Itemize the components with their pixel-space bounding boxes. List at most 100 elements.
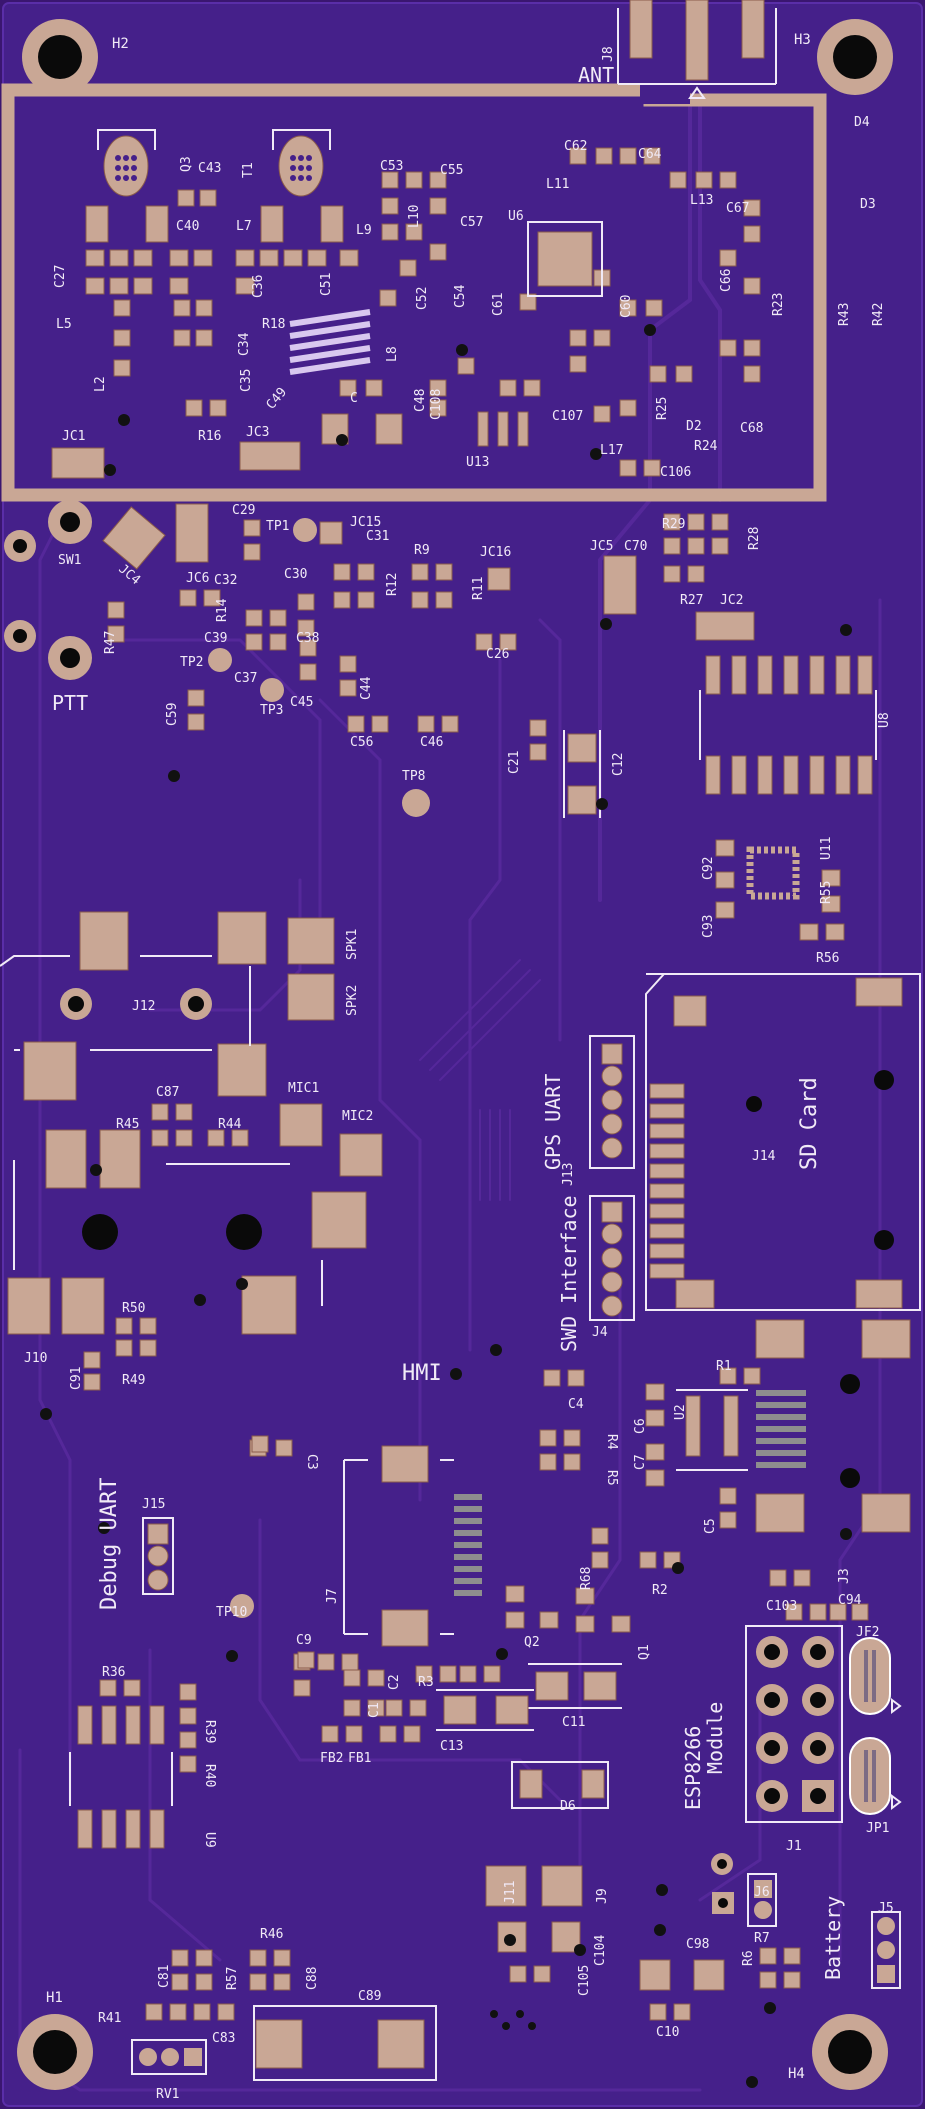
refdes: L13 [690, 193, 713, 208]
refdes: R7 [754, 1931, 770, 1946]
refdes: R44 [218, 1117, 242, 1132]
refdes: JC15 [350, 515, 381, 530]
refdes: R4 [604, 1434, 619, 1450]
reference-designators: H1 H2 H3 H4 J8 D4 D3 R43 R42 Q3 T1 C43 C… [24, 32, 894, 2102]
refdes: C11 [562, 1715, 585, 1730]
refdes: C57 [460, 215, 483, 230]
refdes: C40 [176, 219, 199, 234]
refdes: C56 [350, 735, 373, 750]
refdes: J9 [595, 1888, 610, 1904]
refdes: C89 [358, 1989, 381, 2004]
refdes: C60 [619, 295, 634, 318]
refdes: R68 [579, 1567, 594, 1590]
refdes: J4 [592, 1325, 608, 1340]
refdes: C32 [214, 573, 237, 588]
refdes: C43 [198, 161, 221, 176]
gps-uart-label: GPS UART [541, 1074, 565, 1170]
silk-labels: ANT PTT HMI GPS UART SWD Interface SD Ca… [52, 63, 845, 1980]
refdes: RV1 [156, 2087, 179, 2102]
refdes: C108 [429, 389, 444, 420]
antenna-connector [617, 0, 777, 99]
refdes: U2 [673, 1404, 688, 1420]
refdes: FB1 [348, 1751, 371, 1766]
refdes: U6 [508, 209, 524, 224]
refdes: C55 [440, 163, 463, 178]
refdes: C21 [507, 751, 522, 774]
fpc-connector [343, 1445, 482, 1647]
refdes: C87 [156, 1085, 179, 1100]
refdes: C70 [624, 539, 647, 554]
refdes: TP1 [266, 519, 289, 534]
sd-card-slot [645, 973, 921, 1311]
refdes: C92 [701, 857, 716, 880]
u9-chip [69, 1679, 197, 1849]
refdes: L9 [356, 223, 372, 238]
refdes: Q3 [179, 156, 194, 172]
refdes: R40 [202, 1764, 217, 1787]
refdes: J8 [601, 46, 616, 62]
debug-uart-label: Debug UART [97, 1478, 122, 1610]
refdes: JF2 [856, 1625, 879, 1640]
refdes: C62 [564, 139, 587, 154]
refdes: TP8 [402, 769, 425, 784]
refdes: C29 [232, 503, 255, 518]
refdes: JC3 [246, 425, 269, 440]
refdes: C54 [453, 284, 468, 308]
refdes: R50 [122, 1301, 145, 1316]
rf-shield [1, 83, 827, 502]
refdes: R24 [694, 439, 718, 454]
refdes: C13 [440, 1739, 463, 1754]
refdes: C107 [552, 409, 583, 424]
esp-module-label: ESP8266 [681, 1726, 705, 1810]
refdes: U9 [202, 1832, 217, 1848]
refdes: R25 [655, 397, 670, 420]
refdes: R27 [680, 593, 703, 608]
refdes: T1 [241, 162, 256, 178]
refdes: R46 [260, 1927, 283, 1942]
refdes: C6 [633, 1418, 648, 1434]
refdes: SPK2 [345, 985, 360, 1016]
refdes: C44 [359, 676, 374, 700]
refdes: C30 [284, 567, 307, 582]
refdes: R36 [102, 1665, 125, 1680]
refdes: U8 [877, 712, 892, 728]
refdes: R16 [198, 429, 221, 444]
refdes: JC6 [186, 571, 209, 586]
refdes: U13 [466, 455, 489, 470]
refdes: C53 [380, 159, 403, 174]
refdes: R42 [871, 303, 886, 326]
refdes: R11 [471, 577, 486, 600]
refdes: JC16 [480, 545, 511, 560]
bottom-section [131, 1761, 901, 2081]
refdes: C94 [838, 1593, 862, 1608]
refdes: R14 [215, 598, 230, 622]
sd-card-label: SD Card [797, 1077, 822, 1170]
refdes: H4 [788, 2066, 805, 2082]
refdes: R55 [819, 881, 834, 904]
refdes: R43 [837, 303, 852, 326]
refdes: R57 [225, 1967, 240, 1990]
refdes: C34 [237, 332, 252, 356]
refdes: R2 [652, 1583, 668, 1598]
esp-module-area [745, 1569, 902, 1823]
refdes: JC2 [720, 593, 743, 608]
refdes: L10 [407, 205, 422, 228]
refdes: J10 [24, 1351, 47, 1366]
refdes: R56 [816, 951, 839, 966]
refdes: J5 [878, 1901, 894, 1916]
refdes: C46 [420, 735, 443, 750]
refdes: R41 [98, 2011, 121, 2026]
refdes: R1 [716, 1359, 732, 1374]
refdes: R45 [116, 1117, 139, 1132]
refdes: MIC2 [342, 1109, 373, 1124]
refdes: C36 [251, 275, 266, 298]
refdes: JC1 [62, 429, 85, 444]
refdes: L8 [385, 346, 400, 362]
refdes: C39 [204, 631, 227, 646]
refdes: C51 [319, 273, 334, 296]
ptt-label: PTT [52, 691, 88, 715]
refdes: U11 [819, 837, 834, 860]
vias [40, 324, 852, 2088]
refdes: C61 [491, 293, 506, 316]
